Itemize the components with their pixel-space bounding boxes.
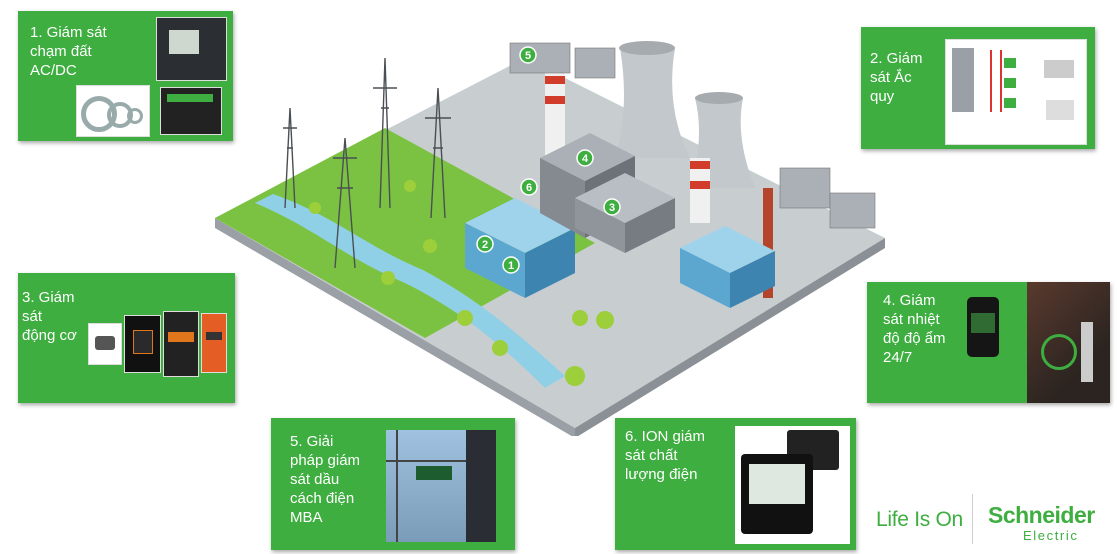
battery-system-diagram <box>945 39 1087 145</box>
switch-module-image <box>163 311 199 377</box>
marker-5: 5 <box>525 50 531 62</box>
controller-image <box>124 315 161 373</box>
card-3-label: 3. Giám sát động cơ <box>22 289 77 344</box>
card-2-label: 2. Giám sát Ắc quy <box>870 50 923 105</box>
card-5-label: 5. Giải pháp giám sát dầu cách điện MBA <box>290 433 361 526</box>
brand-tagline: Life Is On <box>876 508 963 531</box>
card-transformer-oil-monitoring: 5. Giải pháp giám sát dầu cách điện MBA <box>271 418 515 550</box>
brand-logo-name: Schneider <box>988 502 1095 528</box>
card-motor-monitoring: 3. Giám sát động cơ <box>18 273 235 403</box>
phone-image <box>967 297 999 357</box>
card-1-label: 1. Giám sát chạm đất AC/DC <box>30 24 107 79</box>
monitoring-module-image <box>160 87 222 135</box>
card-temperature-humidity-monitoring: 4. Giám sát nhiệt độ độ ẩm 24/7 <box>867 282 1110 403</box>
current-transformer-image <box>76 85 150 137</box>
card-4-label: 4. Giám sát nhiệt độ độ ẩm 24/7 <box>883 292 946 366</box>
sensor-image <box>88 323 122 365</box>
transformer-photo <box>386 430 496 542</box>
ion-meter-image <box>735 426 850 544</box>
marker-6: 6 <box>526 182 532 194</box>
card-battery-monitoring: 2. Giám sát Ắc quy <box>861 27 1095 149</box>
card-6-label: 6. ION giám sát chất lượng điện <box>625 428 706 483</box>
marker-1: 1 <box>508 260 514 272</box>
marker-4: 4 <box>582 153 589 165</box>
marker-2: 2 <box>482 239 488 251</box>
relay-device-image <box>156 17 227 81</box>
wireless-sensor-photo <box>1027 282 1110 403</box>
brand-divider <box>972 494 973 544</box>
marker-3: 3 <box>609 202 615 214</box>
orange-device-image <box>201 313 227 373</box>
card-power-quality-monitoring: 6. ION giám sát chất lượng điện <box>615 418 856 550</box>
card-earth-fault-monitoring: 1. Giám sát chạm đất AC/DC <box>18 11 233 141</box>
power-plant-illustration: 1 2 3 4 5 6 <box>215 41 885 436</box>
brand-logo-sub: Electric <box>1023 528 1079 543</box>
